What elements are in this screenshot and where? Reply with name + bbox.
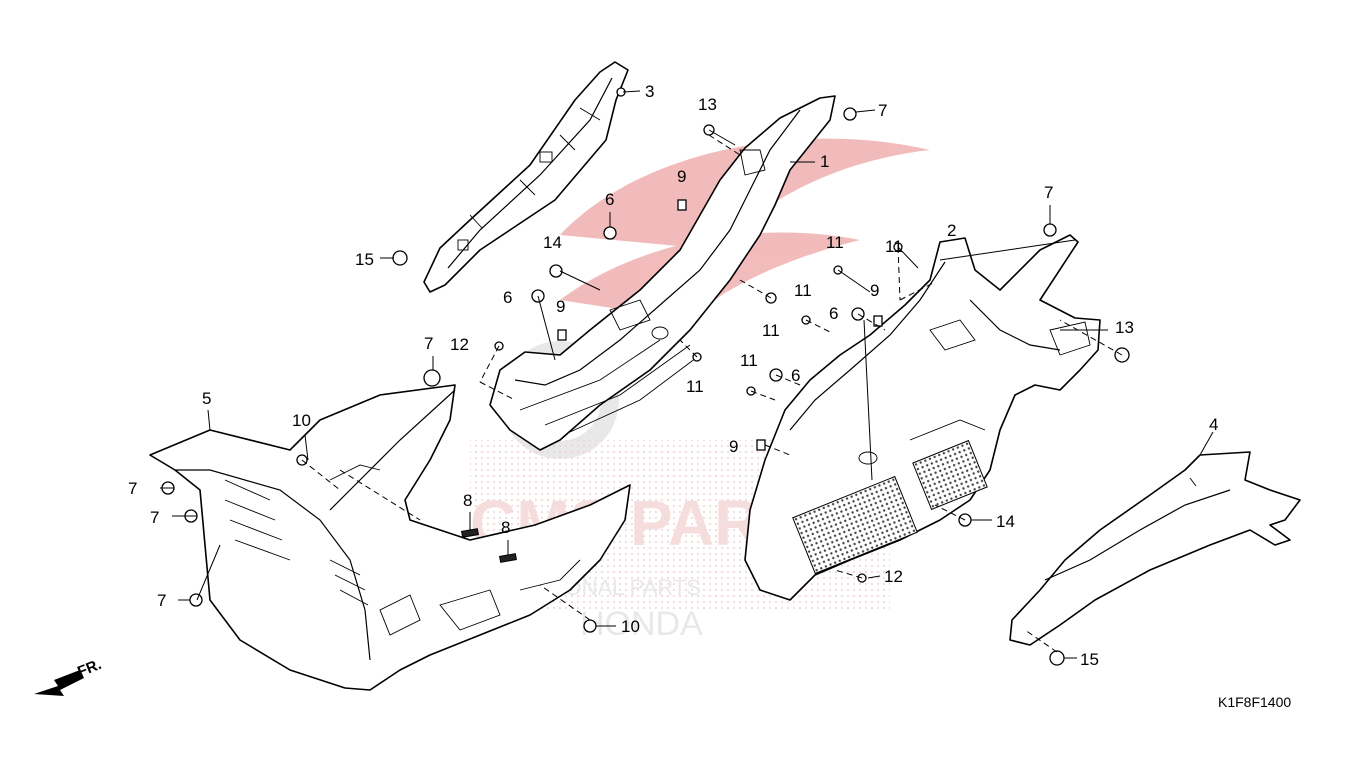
callout-11: 11 <box>762 321 780 340</box>
callout-7: 7 <box>878 101 887 120</box>
callout-2: 2 <box>947 221 956 240</box>
callout-7: 7 <box>1044 183 1053 202</box>
callout-7: 7 <box>128 479 137 498</box>
callout-13: 13 <box>698 95 717 114</box>
callout-9: 9 <box>556 297 565 316</box>
callout-11: 11 <box>740 351 758 370</box>
callout-3: 3 <box>645 82 654 101</box>
part-1-center-cover <box>489 95 836 451</box>
diagram-code: K1F8F1400 <box>1218 694 1291 710</box>
callout-1: 1 <box>820 152 829 171</box>
callout-9: 9 <box>870 281 879 300</box>
callout-6: 6 <box>829 304 838 323</box>
callout-10: 10 <box>292 411 311 430</box>
callout-5: 5 <box>202 389 211 408</box>
callout-6: 6 <box>791 366 800 385</box>
leader-lines <box>160 90 1214 659</box>
callout-7: 7 <box>157 591 166 610</box>
front-direction-indicator: FR. <box>34 656 104 696</box>
part-3-rear-trim <box>423 61 629 293</box>
callout-15: 15 <box>355 250 374 269</box>
part-2-side-cover <box>744 234 1101 601</box>
callout-6: 6 <box>503 288 512 307</box>
part-5-floor-step <box>149 384 631 691</box>
callout-13: 13 <box>1115 318 1134 337</box>
callout-11: 11 <box>885 237 903 256</box>
callout-14: 14 <box>543 233 562 252</box>
callout-11: 11 <box>794 281 812 300</box>
callout-10: 10 <box>621 617 640 636</box>
callout-9: 9 <box>729 437 738 456</box>
callout-15: 15 <box>1080 650 1099 669</box>
callout-8: 8 <box>501 518 510 537</box>
part-4-side-panel <box>1009 451 1301 646</box>
front-label: FR. <box>75 656 104 681</box>
callout-12: 12 <box>450 335 469 354</box>
callout-7: 7 <box>150 508 159 527</box>
callout-11: 11 <box>826 233 844 252</box>
callout-9: 9 <box>677 167 686 186</box>
watermark-maker: HONDA <box>580 605 703 643</box>
callout-11: 11 <box>686 377 704 396</box>
callout-4: 4 <box>1209 415 1218 434</box>
callout-14: 14 <box>996 512 1015 531</box>
arrow-front-icon <box>34 670 84 696</box>
callout-8: 8 <box>463 491 472 510</box>
callout-12: 12 <box>884 567 903 586</box>
callouts: 3 13 7 1 9 6 14 15 6 9 7 2 11 11 9 11 11… <box>128 82 1218 669</box>
callout-6: 6 <box>605 190 614 209</box>
callout-7: 7 <box>424 334 433 353</box>
